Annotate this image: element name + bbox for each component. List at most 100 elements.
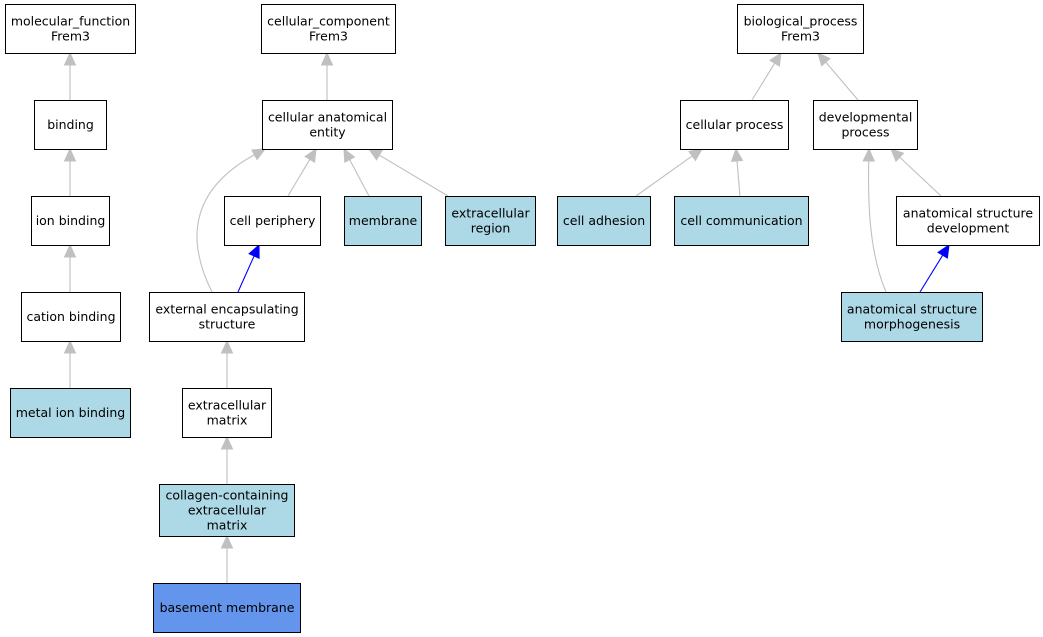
- edge-is-a-binding-to-mf: [63, 51, 77, 100]
- edge-line: [899, 156, 942, 197]
- node-cation-binding[interactable]: cation binding: [21, 292, 121, 342]
- node-label: extracellular: [188, 398, 267, 413]
- arrow-head-icon: [817, 52, 831, 67]
- edge-is-a-membrane-to-cae: [343, 147, 370, 197]
- arrow-head-icon: [251, 148, 267, 161]
- node-box: [813, 100, 918, 150]
- node-box: [737, 4, 864, 54]
- node-box: [21, 292, 121, 342]
- node-label: cellular anatomical: [268, 110, 387, 125]
- arrow-head-icon: [63, 243, 77, 258]
- node-label: process: [841, 125, 889, 140]
- node-label: matrix: [207, 518, 248, 533]
- arrow-head-icon: [769, 51, 782, 67]
- node-label: extracellular: [451, 206, 530, 221]
- node-basement-membrane[interactable]: basement membrane: [153, 583, 301, 633]
- node-label: anatomical structure: [903, 206, 1033, 221]
- edge-is-a-cellular-process-to-bp: [751, 51, 782, 101]
- node-cell-communication[interactable]: cell communication: [674, 196, 809, 246]
- edge-is-a-ion-binding-to-binding: [63, 147, 77, 196]
- node-box: [10, 388, 131, 438]
- node-box: [153, 583, 301, 633]
- arrow-head-icon: [688, 148, 703, 162]
- node-label: biological_process: [744, 14, 858, 29]
- node-box: [841, 292, 983, 342]
- arrow-head-icon: [220, 435, 234, 450]
- arrow-head-icon: [343, 147, 356, 163]
- node-label: cation binding: [26, 309, 115, 324]
- node-label: cellular process: [686, 117, 784, 132]
- node-label: Frem3: [309, 29, 348, 44]
- node-metal-ion-binding[interactable]: metal ion binding: [10, 388, 131, 438]
- edge-line: [919, 254, 944, 293]
- edge-is-a-extracellular-region-to-cae: [367, 148, 449, 197]
- arrow-head-icon: [730, 147, 744, 162]
- node-label: basement membrane: [160, 600, 295, 615]
- node-label: region: [471, 221, 511, 236]
- edge-line: [349, 159, 370, 197]
- node-binding[interactable]: binding: [34, 100, 107, 150]
- edge-is-a-cell-periphery-to-cae: [287, 147, 317, 197]
- node-label: morphogenesis: [864, 317, 960, 332]
- edge-line: [287, 159, 311, 197]
- edge-is-a-asm-to-developmental-process: [862, 147, 887, 293]
- edge-line: [379, 154, 449, 197]
- edge-is-a-metal-ion-binding-to-cation-binding: [63, 339, 77, 388]
- arrow-head-icon: [220, 534, 234, 549]
- node-box: [680, 100, 789, 150]
- arrow-head-icon: [367, 148, 383, 161]
- node-membrane[interactable]: membrane: [344, 196, 422, 246]
- node-label: cellular_component: [267, 14, 390, 29]
- arrow-head-icon: [937, 243, 950, 259]
- arrow-head-icon: [890, 148, 905, 163]
- edge-is-a-asd-to-developmental-process: [890, 148, 942, 197]
- node-box: [896, 196, 1040, 246]
- node-box: [674, 196, 809, 246]
- node-box: [445, 196, 536, 246]
- node-label: development: [927, 221, 1010, 236]
- edge-is-a-ecm-to-ext-encap: [220, 339, 234, 388]
- node-label: Frem3: [781, 29, 820, 44]
- node-cellular-process[interactable]: cellular process: [680, 100, 789, 150]
- node-label: extracellular: [188, 503, 267, 518]
- edge-is-a-basement-membrane-to-collagen-ecm: [220, 534, 234, 583]
- edge-line: [635, 155, 693, 197]
- edge-line: [736, 160, 741, 197]
- edge-line: [751, 62, 776, 101]
- node-box: [261, 4, 396, 54]
- node-label: molecular_function: [11, 14, 130, 29]
- node-box: [344, 196, 422, 246]
- node-ion-binding[interactable]: ion binding: [31, 196, 110, 246]
- edge-is-a-cation-binding-to-ion-binding: [63, 243, 77, 292]
- node-label: Frem3: [51, 29, 90, 44]
- node-label: metal ion binding: [16, 405, 126, 420]
- arrow-head-icon: [63, 51, 77, 66]
- edge-line: [825, 61, 859, 101]
- node-label: binding: [47, 117, 94, 132]
- edge-line: [867, 160, 887, 293]
- edge-line: [237, 255, 255, 293]
- edge-is-a-cell-adhesion-to-cellular-process: [635, 148, 703, 197]
- node-box: [5, 4, 136, 54]
- node-cell-adhesion[interactable]: cell adhesion: [557, 196, 651, 246]
- node-cell-periphery[interactable]: cell periphery: [224, 196, 321, 246]
- node-box: [31, 196, 110, 246]
- node-label: anatomical structure: [847, 302, 977, 317]
- node-box: [34, 100, 107, 150]
- arrow-head-icon: [63, 339, 77, 354]
- node-box: [262, 100, 393, 150]
- arrow-head-icon: [220, 339, 234, 354]
